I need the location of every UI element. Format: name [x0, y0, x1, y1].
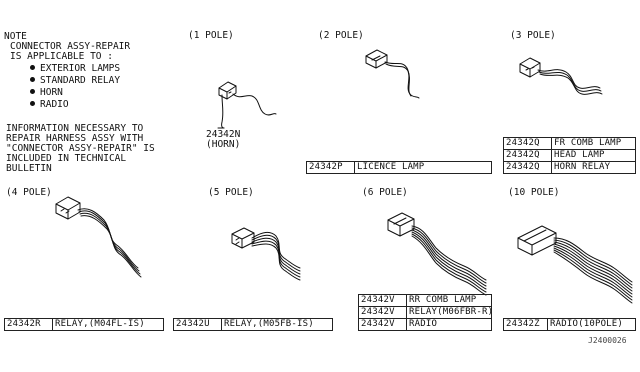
- connector-1-pole-icon: [217, 81, 277, 129]
- group-label-2-pole: (2 POLE): [318, 30, 364, 41]
- part-desc-cell: FR COMB LAMP: [551, 137, 636, 150]
- part-desc-cell: RELAY,(M05FB-IS): [221, 318, 333, 331]
- connector-6-pole-icon: [387, 212, 487, 296]
- info-line-5: BULLETIN: [6, 163, 52, 174]
- table-row: 24342P LICENCE LAMP: [306, 161, 492, 174]
- connector-10-pole-icon: [517, 225, 633, 304]
- note-item-horn: HORN: [30, 88, 63, 98]
- group-label-4-pole: (4 POLE): [6, 187, 52, 198]
- note-line-1: CONNECTOR ASSY-REPAIR: [10, 41, 131, 52]
- info-line-1: INFORMATION NECESSARY TO: [6, 123, 144, 134]
- parts-table-6-pole: 24342V RR COMB LAMP 24342V RELAY(M06FBR-…: [358, 294, 492, 331]
- part-desc-cell: RADIO: [406, 318, 492, 331]
- part-desc-cell: RADIO(10POLE): [547, 318, 636, 331]
- connector-5-pole-icon: [231, 227, 301, 281]
- diagram-id: J2400026: [588, 336, 627, 345]
- part-number-cell: 24342V: [358, 318, 407, 331]
- part-number-cell: 24342Q: [503, 137, 552, 150]
- group-label-6-pole: (6 POLE): [362, 187, 408, 198]
- info-line-3: "CONNECTOR ASSY-REPAIR" IS: [6, 143, 155, 154]
- part-number-cell: 24342P: [306, 161, 355, 174]
- part-desc-cell: HEAD LAMP: [551, 149, 636, 162]
- table-row: 24342Q HORN RELAY: [503, 161, 636, 174]
- note-line-2: IS APPLICABLE TO :: [10, 51, 113, 62]
- part-number-cell: 24342Q: [503, 161, 552, 174]
- group-label-10-pole: (10 POLE): [508, 187, 560, 198]
- part-number-cell: 24342V: [358, 294, 407, 307]
- group-label-5-pole: (5 POLE): [208, 187, 254, 198]
- table-row: 24342Z RADIO(10POLE): [503, 318, 636, 331]
- connector-2-pole-icon: [365, 49, 420, 99]
- connector-3-pole-icon: [519, 57, 603, 95]
- note-item-exterior-lamps: EXTERIOR LAMPS: [30, 64, 120, 74]
- table-row: 24342U RELAY,(M05FB-IS): [173, 318, 333, 331]
- note-item-standard-relay: STANDARD RELAY: [30, 76, 120, 86]
- note-item-radio: RADIO: [30, 100, 69, 110]
- parts-table-10-pole: 24342Z RADIO(10POLE): [503, 318, 636, 331]
- group-label-3-pole: (3 POLE): [510, 30, 556, 41]
- part-desc-cell: HORN RELAY: [551, 161, 636, 174]
- table-row: 24342V RR COMB LAMP: [358, 294, 492, 307]
- table-row: 24342V RADIO: [358, 318, 492, 331]
- part-desc-cell: RELAY,(M04FL-IS): [52, 318, 164, 331]
- info-line-2: REPAIR HARNESS ASSY WITH: [6, 133, 144, 144]
- table-row: 24342Q FR COMB LAMP: [503, 137, 636, 150]
- parts-table-5-pole: 24342U RELAY,(M05FB-IS): [173, 318, 333, 331]
- horn-part-desc: (HORN): [206, 139, 241, 150]
- parts-table-2-pole: 24342P LICENCE LAMP: [306, 161, 492, 174]
- table-row: 24342R RELAY,(M04FL-IS): [4, 318, 164, 331]
- info-line-4: INCLUDED IN TECHNICAL: [6, 153, 127, 164]
- part-desc-cell: RR COMB LAMP: [406, 294, 492, 307]
- part-number-cell: 24342R: [4, 318, 53, 331]
- part-number-cell: 24342V: [358, 306, 407, 319]
- table-row: 24342V RELAY(M06FBR-R): [358, 306, 492, 319]
- group-label-1-pole: (1 POLE): [188, 30, 234, 41]
- table-row: 24342Q HEAD LAMP: [503, 149, 636, 162]
- horn-part-number: 24342N: [206, 129, 241, 140]
- part-desc-cell: RELAY(M06FBR-R): [406, 306, 492, 319]
- parts-table-4-pole: 24342R RELAY,(M04FL-IS): [4, 318, 164, 331]
- part-number-cell: 24342Z: [503, 318, 548, 331]
- part-number-cell: 24342Q: [503, 149, 552, 162]
- part-number-cell: 24342U: [173, 318, 222, 331]
- connector-4-pole-icon: [55, 196, 142, 278]
- part-desc-cell: LICENCE LAMP: [354, 161, 492, 174]
- parts-table-3-pole: 24342Q FR COMB LAMP 24342Q HEAD LAMP 243…: [503, 137, 636, 174]
- note-title: NOTE: [4, 31, 27, 42]
